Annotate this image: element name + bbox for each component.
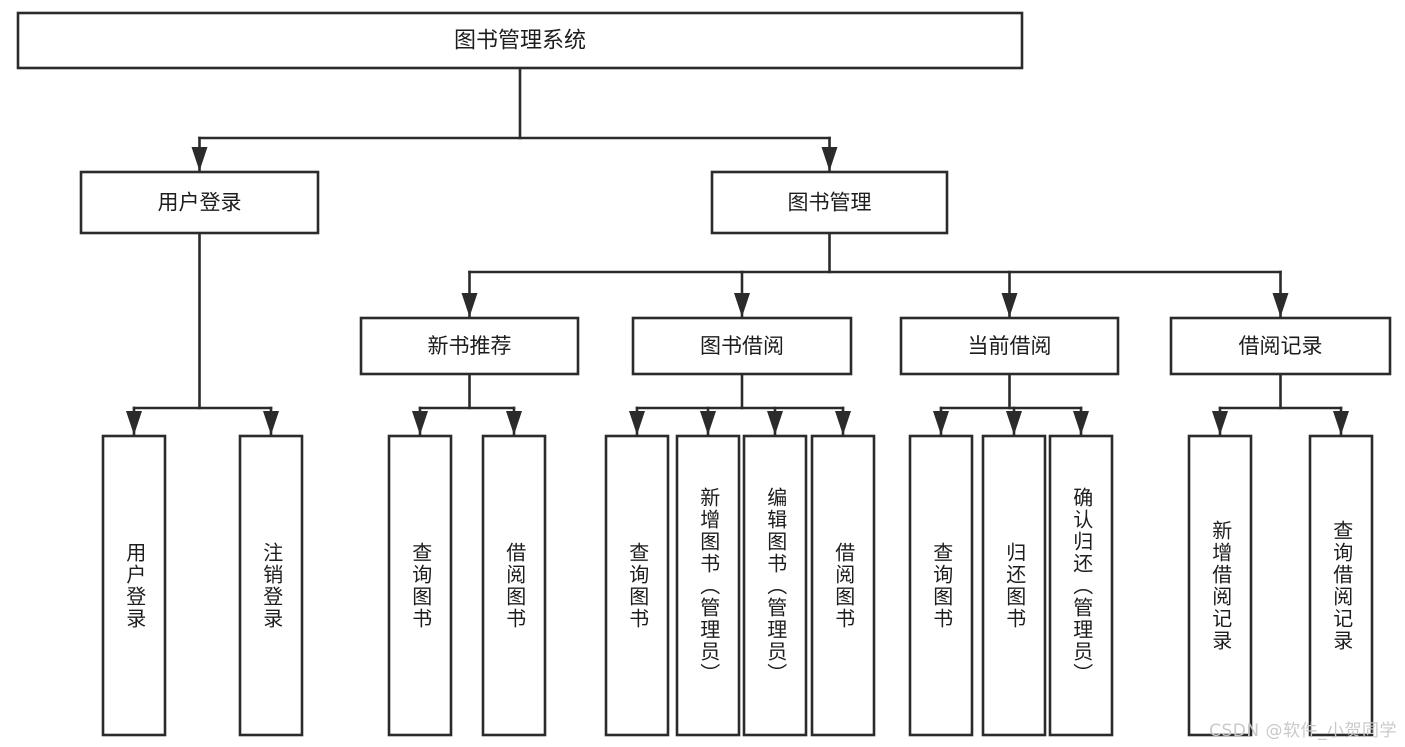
arrow-head-icon xyxy=(1272,293,1289,317)
arrow-head-icon xyxy=(461,293,478,317)
arrow-head-icon xyxy=(412,411,428,435)
arrow-head-icon xyxy=(821,147,838,171)
node-新书推荐-box[interactable] xyxy=(359,316,580,376)
node-编辑图书管理员-leaf-6-box[interactable] xyxy=(742,434,808,737)
arrow-head-icon xyxy=(835,411,851,435)
node-借阅记录-box[interactable] xyxy=(1169,316,1392,376)
arrow-head-icon xyxy=(767,411,783,435)
arrow-head-icon xyxy=(700,411,716,435)
node-图书借阅-box[interactable] xyxy=(631,316,853,376)
node-注销登录-leaf-1-box[interactable] xyxy=(238,434,304,737)
node-借阅记录-label: 借阅记录 xyxy=(1239,334,1323,358)
arrow-head-icon xyxy=(734,293,750,317)
node-查询借阅记录-leaf-12-box[interactable] xyxy=(1308,434,1374,737)
node-借阅图书-leaf-7-box[interactable] xyxy=(810,434,876,737)
node-查询图书-leaf-8-box[interactable] xyxy=(908,434,974,737)
node-用户登录-leaf-0-box[interactable] xyxy=(101,434,167,737)
node-图书管理-box[interactable] xyxy=(710,170,949,235)
node-图书管理-label: 图书管理 xyxy=(788,191,872,215)
node-当前借阅-label: 当前借阅 xyxy=(968,334,1052,358)
arrow-head-icon xyxy=(1073,411,1089,435)
node-用户登录-label: 用户登录 xyxy=(158,191,242,215)
connector-lines xyxy=(126,66,1349,437)
node-借阅图书-leaf-3-box[interactable] xyxy=(481,434,547,737)
arrow-head-icon xyxy=(263,411,279,435)
node-新增借阅记录-leaf-11-box[interactable] xyxy=(1187,434,1253,737)
watermark-text: CSDN @软件_小贺同学 xyxy=(1209,721,1397,741)
arrow-head-icon xyxy=(1333,411,1349,435)
node-当前借阅-box[interactable] xyxy=(899,316,1120,376)
node-图书借阅-label: 图书借阅 xyxy=(700,334,784,358)
arrow-head-icon xyxy=(191,147,208,171)
arrow-head-icon xyxy=(1212,411,1228,435)
node-归还图书-leaf-9-box[interactable] xyxy=(981,434,1047,737)
arrow-head-icon xyxy=(1006,411,1022,435)
node-图书管理系统-root-box[interactable] xyxy=(16,11,1024,70)
arrow-head-icon xyxy=(126,411,142,435)
arrow-head-icon xyxy=(506,411,522,435)
node-查询图书-leaf-2-box[interactable] xyxy=(387,434,453,737)
node-新增图书管理员-leaf-5-box[interactable] xyxy=(675,434,741,737)
node-图书管理系统-root-label: 图书管理系统 xyxy=(454,29,586,54)
node-查询图书-leaf-4-box[interactable] xyxy=(604,434,670,737)
arrow-head-icon xyxy=(629,411,645,435)
arrow-head-icon xyxy=(1001,293,1018,317)
node-用户登录-box[interactable] xyxy=(79,170,320,235)
node-新书推荐-label: 新书推荐 xyxy=(428,334,512,358)
arrow-head-icon xyxy=(933,411,949,435)
node-确认归还管理员-leaf-10-box[interactable] xyxy=(1048,434,1114,737)
